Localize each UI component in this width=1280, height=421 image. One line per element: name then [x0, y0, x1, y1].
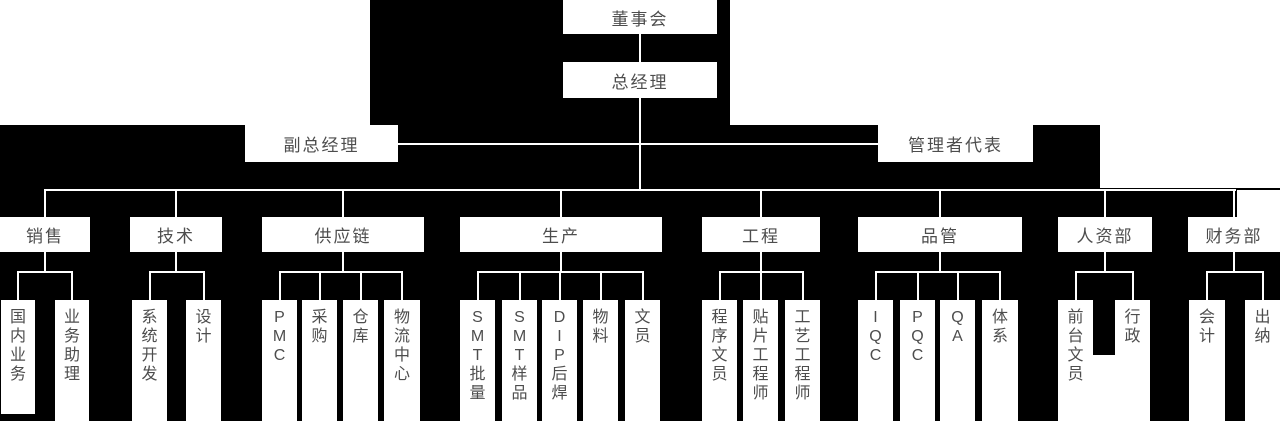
- background-patch: [0, 0, 370, 125]
- org-node-admin: 行 政: [1115, 300, 1150, 421]
- connector-line: [1131, 272, 1134, 300]
- org-node-clerk: 文 员: [625, 300, 660, 421]
- org-node-smt-engineer: 贴 片 工 程 师: [743, 300, 778, 421]
- connector-line: [1074, 271, 1134, 273]
- org-node-sales: 销售: [0, 217, 90, 252]
- org-node-pmc: P M C: [262, 300, 297, 421]
- org-node-technology: 技术: [130, 217, 222, 252]
- connector-line: [71, 272, 73, 300]
- org-node-process-engineer: 工 艺 工 程 师: [785, 300, 820, 421]
- org-node-program-clerk: 程 序 文 员: [702, 300, 737, 421]
- org-node-iqc: I Q C: [858, 300, 893, 421]
- org-node-management-representative: 管理者代表: [878, 125, 1033, 162]
- connector-line: [17, 271, 73, 273]
- connector-line: [1233, 190, 1235, 217]
- connector-line: [342, 190, 344, 217]
- org-node-engineering: 工程: [702, 217, 820, 252]
- connector-line: [44, 190, 46, 217]
- org-node-domestic-business: 国 内 业 务: [1, 300, 35, 414]
- connector-line: [760, 252, 762, 272]
- org-node-general-manager: 总经理: [563, 62, 717, 98]
- org-node-purchasing: 采 购: [302, 300, 337, 421]
- connector-line: [641, 272, 644, 300]
- connector-line: [1074, 272, 1077, 300]
- connector-line: [148, 272, 151, 300]
- connector-line: [1206, 272, 1208, 300]
- org-node-logistics-center: 物 流 中 心: [384, 300, 420, 421]
- connector-line: [202, 272, 205, 300]
- connector-line: [398, 143, 878, 145]
- connector-line: [44, 189, 1236, 191]
- connector-line: [639, 34, 641, 62]
- connector-line: [956, 272, 959, 300]
- org-node-design: 设 计: [186, 300, 221, 421]
- connector-line: [939, 252, 941, 272]
- connector-line: [17, 272, 19, 300]
- connector-line: [801, 272, 804, 300]
- org-node-dip-soldering: D I P 后 焊: [542, 300, 577, 421]
- connector-line: [1233, 252, 1235, 272]
- connector-line: [175, 190, 177, 217]
- connector-line: [148, 271, 205, 273]
- org-node-qa: Q A: [940, 300, 975, 421]
- org-node-receptionist: 前 台 文 员: [1058, 300, 1093, 421]
- connector-line: [874, 272, 877, 300]
- connector-line: [1104, 190, 1106, 217]
- connector-line: [342, 252, 344, 272]
- org-node-quality: 品管: [858, 217, 1022, 252]
- org-node-hr: 人资部: [1058, 217, 1152, 252]
- connector-line: [599, 272, 602, 300]
- org-node-supply-chain: 供应链: [262, 217, 424, 252]
- connector-line: [874, 271, 1001, 273]
- connector-line: [999, 272, 1001, 300]
- connector-line: [558, 272, 561, 300]
- org-node-materials: 物 料: [583, 300, 618, 421]
- connector-line: [278, 271, 403, 273]
- connector-line: [359, 272, 362, 300]
- org-node-system: 体 系: [982, 300, 1018, 421]
- connector-line: [476, 272, 479, 300]
- org-node-finance: 财务部: [1188, 217, 1280, 252]
- background-patch: [730, 0, 1280, 125]
- connector-line: [939, 190, 941, 217]
- org-node-board: 董事会: [563, 0, 717, 34]
- org-node-system-dev: 系 统 开 发: [132, 300, 167, 421]
- connector-line: [318, 272, 321, 300]
- background-patch: [1237, 190, 1280, 217]
- org-node-warehouse: 仓 库: [343, 300, 378, 421]
- connector-line: [560, 190, 562, 217]
- connector-line: [718, 272, 721, 300]
- org-node-smt-batch: S M T 批 量: [460, 300, 495, 421]
- connector-line: [44, 252, 46, 272]
- org-node-smt-sample: S M T 样 品: [502, 300, 537, 421]
- connector-line: [760, 190, 762, 217]
- background-patch: [1100, 125, 1280, 188]
- connector-line: [518, 272, 521, 300]
- org-node-cashier: 出 纳: [1245, 300, 1280, 421]
- connector-line: [916, 272, 919, 300]
- connector-line: [175, 252, 177, 272]
- connector-line: [1104, 252, 1106, 272]
- org-node-business-assistant: 业 务 助 理: [55, 300, 89, 421]
- connector-line: [278, 272, 281, 300]
- connector-line: [401, 272, 403, 300]
- org-node-accounting: 会 计: [1189, 300, 1225, 421]
- org-node-production: 生产: [460, 217, 662, 252]
- org-node-deputy-general-manager: 副总经理: [245, 125, 398, 162]
- connector-line: [1206, 271, 1264, 273]
- org-node-pqc: P Q C: [900, 300, 935, 421]
- connector-line: [759, 272, 762, 300]
- connector-line: [560, 252, 562, 272]
- connector-line: [1261, 272, 1264, 300]
